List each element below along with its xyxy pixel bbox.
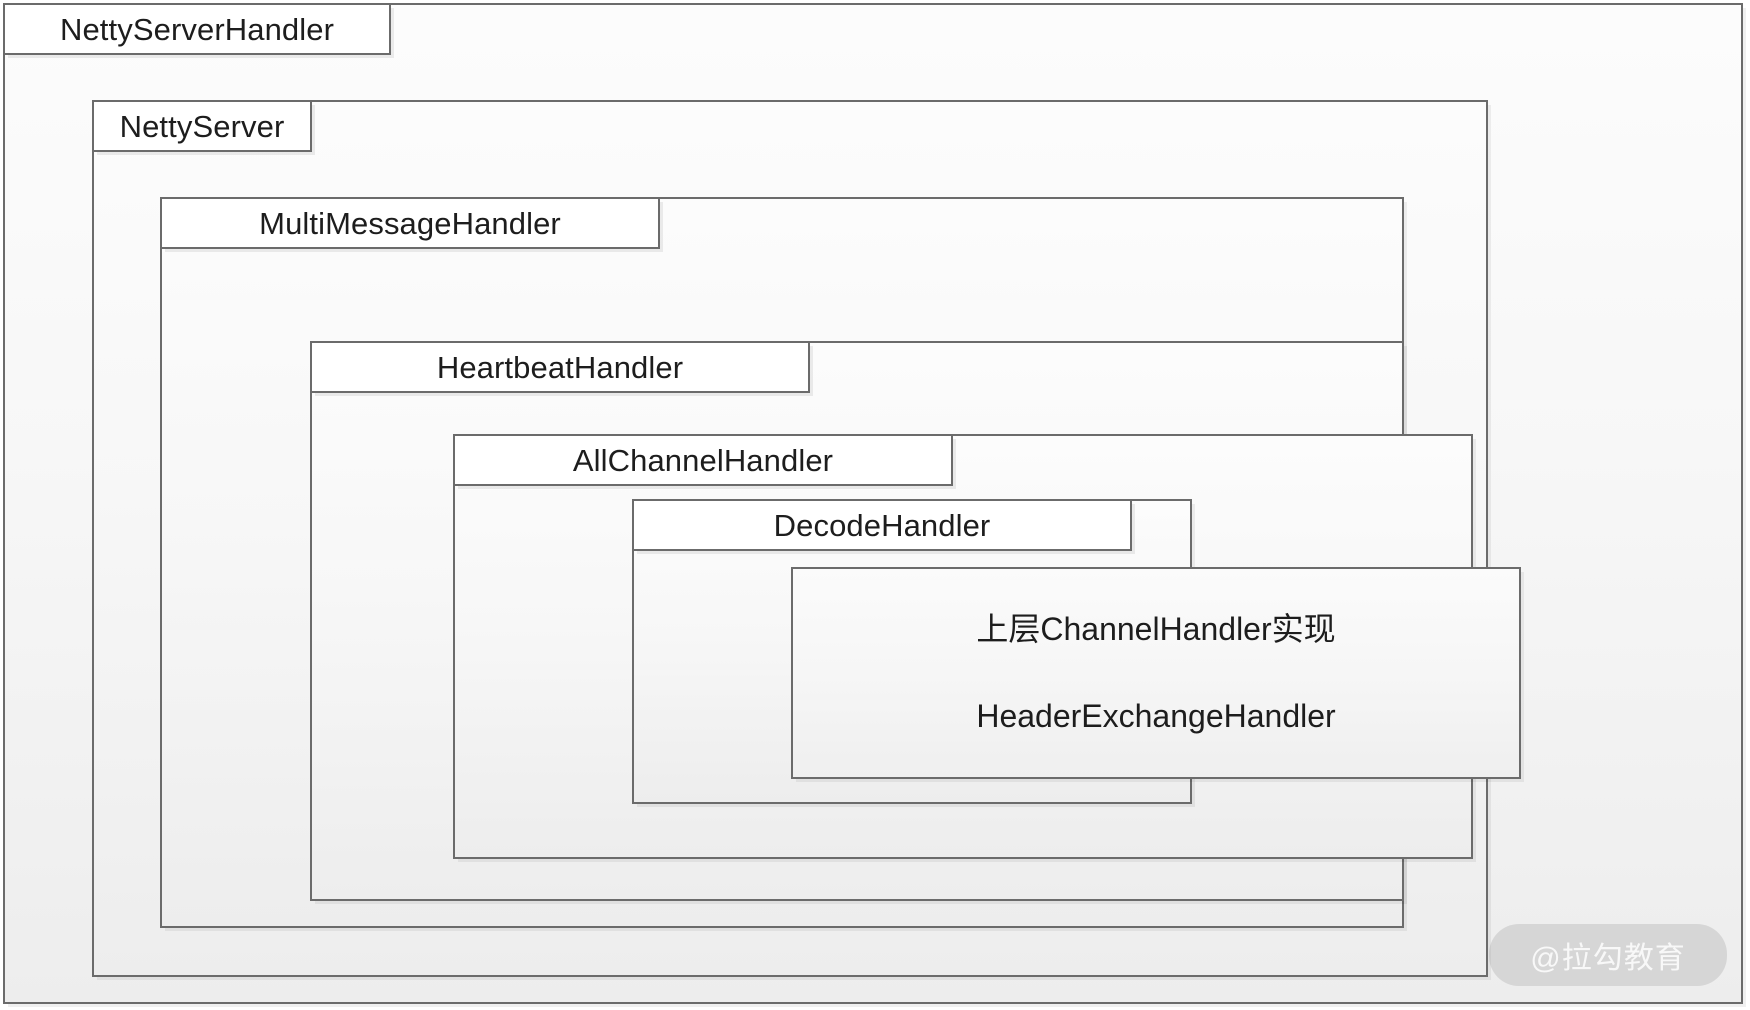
frame-label-text: AllChannelHandler [572,442,834,478]
inner-box-line-1: 上层ChannelHandler实现 [976,610,1336,647]
frame-label-netty-server-handler: NettyServerHandler [3,3,391,55]
frame-label-text: DecodeHandler [773,507,991,543]
frame-heartbeat-handler: HeartbeatHandler AllChannelHandler Decod… [310,341,1521,901]
frame-label-text: NettyServer [119,108,285,144]
frame-label-all-channel-handler: AllChannelHandler [453,434,953,486]
frame-label-text: MultiMessageHandler [259,205,561,241]
frame-decode-handler: DecodeHandler 上层ChannelHandler实现 HeaderE… [632,499,1521,804]
inner-box-line-2: HeaderExchangeHandler [976,698,1336,734]
frame-netty-server-handler: NettyServerHandler NettyServer MultiMess… [3,3,1743,1004]
frame-label-multi-message-handler: MultiMessageHandler [160,197,660,249]
frame-all-channel-handler: AllChannelHandler DecodeHandler 上层Channe… [453,434,1521,859]
inner-box-channel-handler-impl: 上层ChannelHandler实现 HeaderExchangeHandler [791,567,1521,779]
frame-label-heartbeat-handler: HeartbeatHandler [310,341,810,393]
frame-label-text: NettyServerHandler [59,11,335,47]
frame-label-netty-server: NettyServer [92,100,312,152]
frame-label-text: HeartbeatHandler [436,349,684,385]
frame-multi-message-handler: MultiMessageHandler HeartbeatHandler All… [160,197,1521,928]
frame-label-decode-handler: DecodeHandler [632,499,1132,551]
frame-netty-server: NettyServer MultiMessageHandler Heartbea… [92,100,1521,977]
